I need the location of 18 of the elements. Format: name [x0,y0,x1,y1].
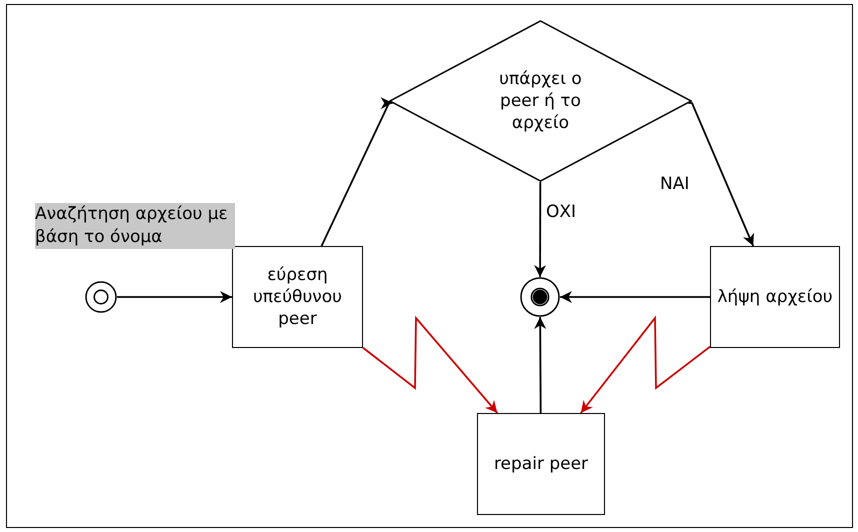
node-label: υπάρχει ο peer ή το αρχείο [498,68,583,134]
note-text: Αναζήτηση αρχείου με βάση το όνομα [35,203,235,249]
arrow [117,291,232,303]
arrow [560,291,710,303]
lightning-arrow [362,316,498,414]
process-box [232,246,363,348]
node-label: λήψη αρχείου [716,286,834,308]
final-state-icon [520,277,560,317]
node-label: repair peer [492,452,590,476]
process-box [710,246,840,348]
node-label: εύρεση υπεύθυνου peer [252,264,344,330]
arrow [534,317,546,413]
arrow [534,182,546,277]
lightning-arrow [580,315,711,414]
initial-state-icon [85,281,117,313]
arrow [688,102,754,246]
process-box [477,413,605,515]
arrow [320,97,393,246]
